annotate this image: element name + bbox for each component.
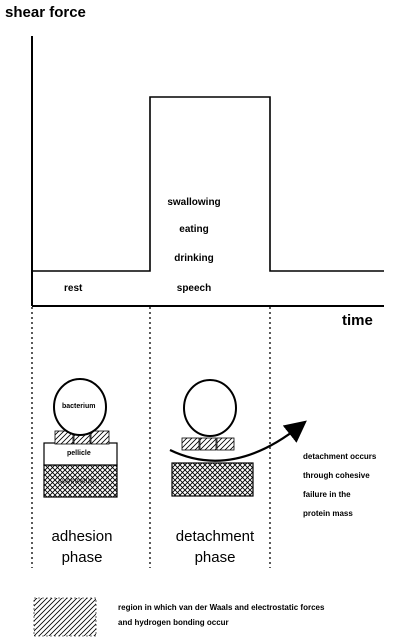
bond-region-right xyxy=(91,431,109,444)
adhesion-phase-title: adhesion phase xyxy=(27,526,137,568)
y-axis-label: shear force xyxy=(5,4,86,21)
detachment-phase-title: detachment phase xyxy=(160,526,270,568)
pellicle-label: pellicle xyxy=(67,450,91,457)
x-axis-label: time xyxy=(342,312,373,329)
activity-drinking: drinking xyxy=(144,253,244,264)
detached-bond-center xyxy=(200,438,216,450)
detachment-note: detachment occurs through cohesive failu… xyxy=(303,447,376,523)
legend-hatch-swatch xyxy=(34,598,96,636)
activity-eating: eating xyxy=(144,224,244,235)
substratum-label: substratum xyxy=(58,478,96,485)
detached-substratum-block xyxy=(172,463,253,496)
detached-bacterium-cell xyxy=(184,380,236,436)
activity-speech: speech xyxy=(144,283,244,294)
detached-bond-right xyxy=(217,438,234,450)
legend-text: region in which van der Waals and electr… xyxy=(118,600,324,630)
bacterium-label: bacterium xyxy=(62,403,95,410)
rest-label: rest xyxy=(64,283,82,294)
detached-bond-left xyxy=(182,438,199,450)
detachment-drawing xyxy=(170,380,300,496)
activity-swallowing: swallowing xyxy=(144,197,244,208)
shear-force-curve xyxy=(32,97,384,271)
